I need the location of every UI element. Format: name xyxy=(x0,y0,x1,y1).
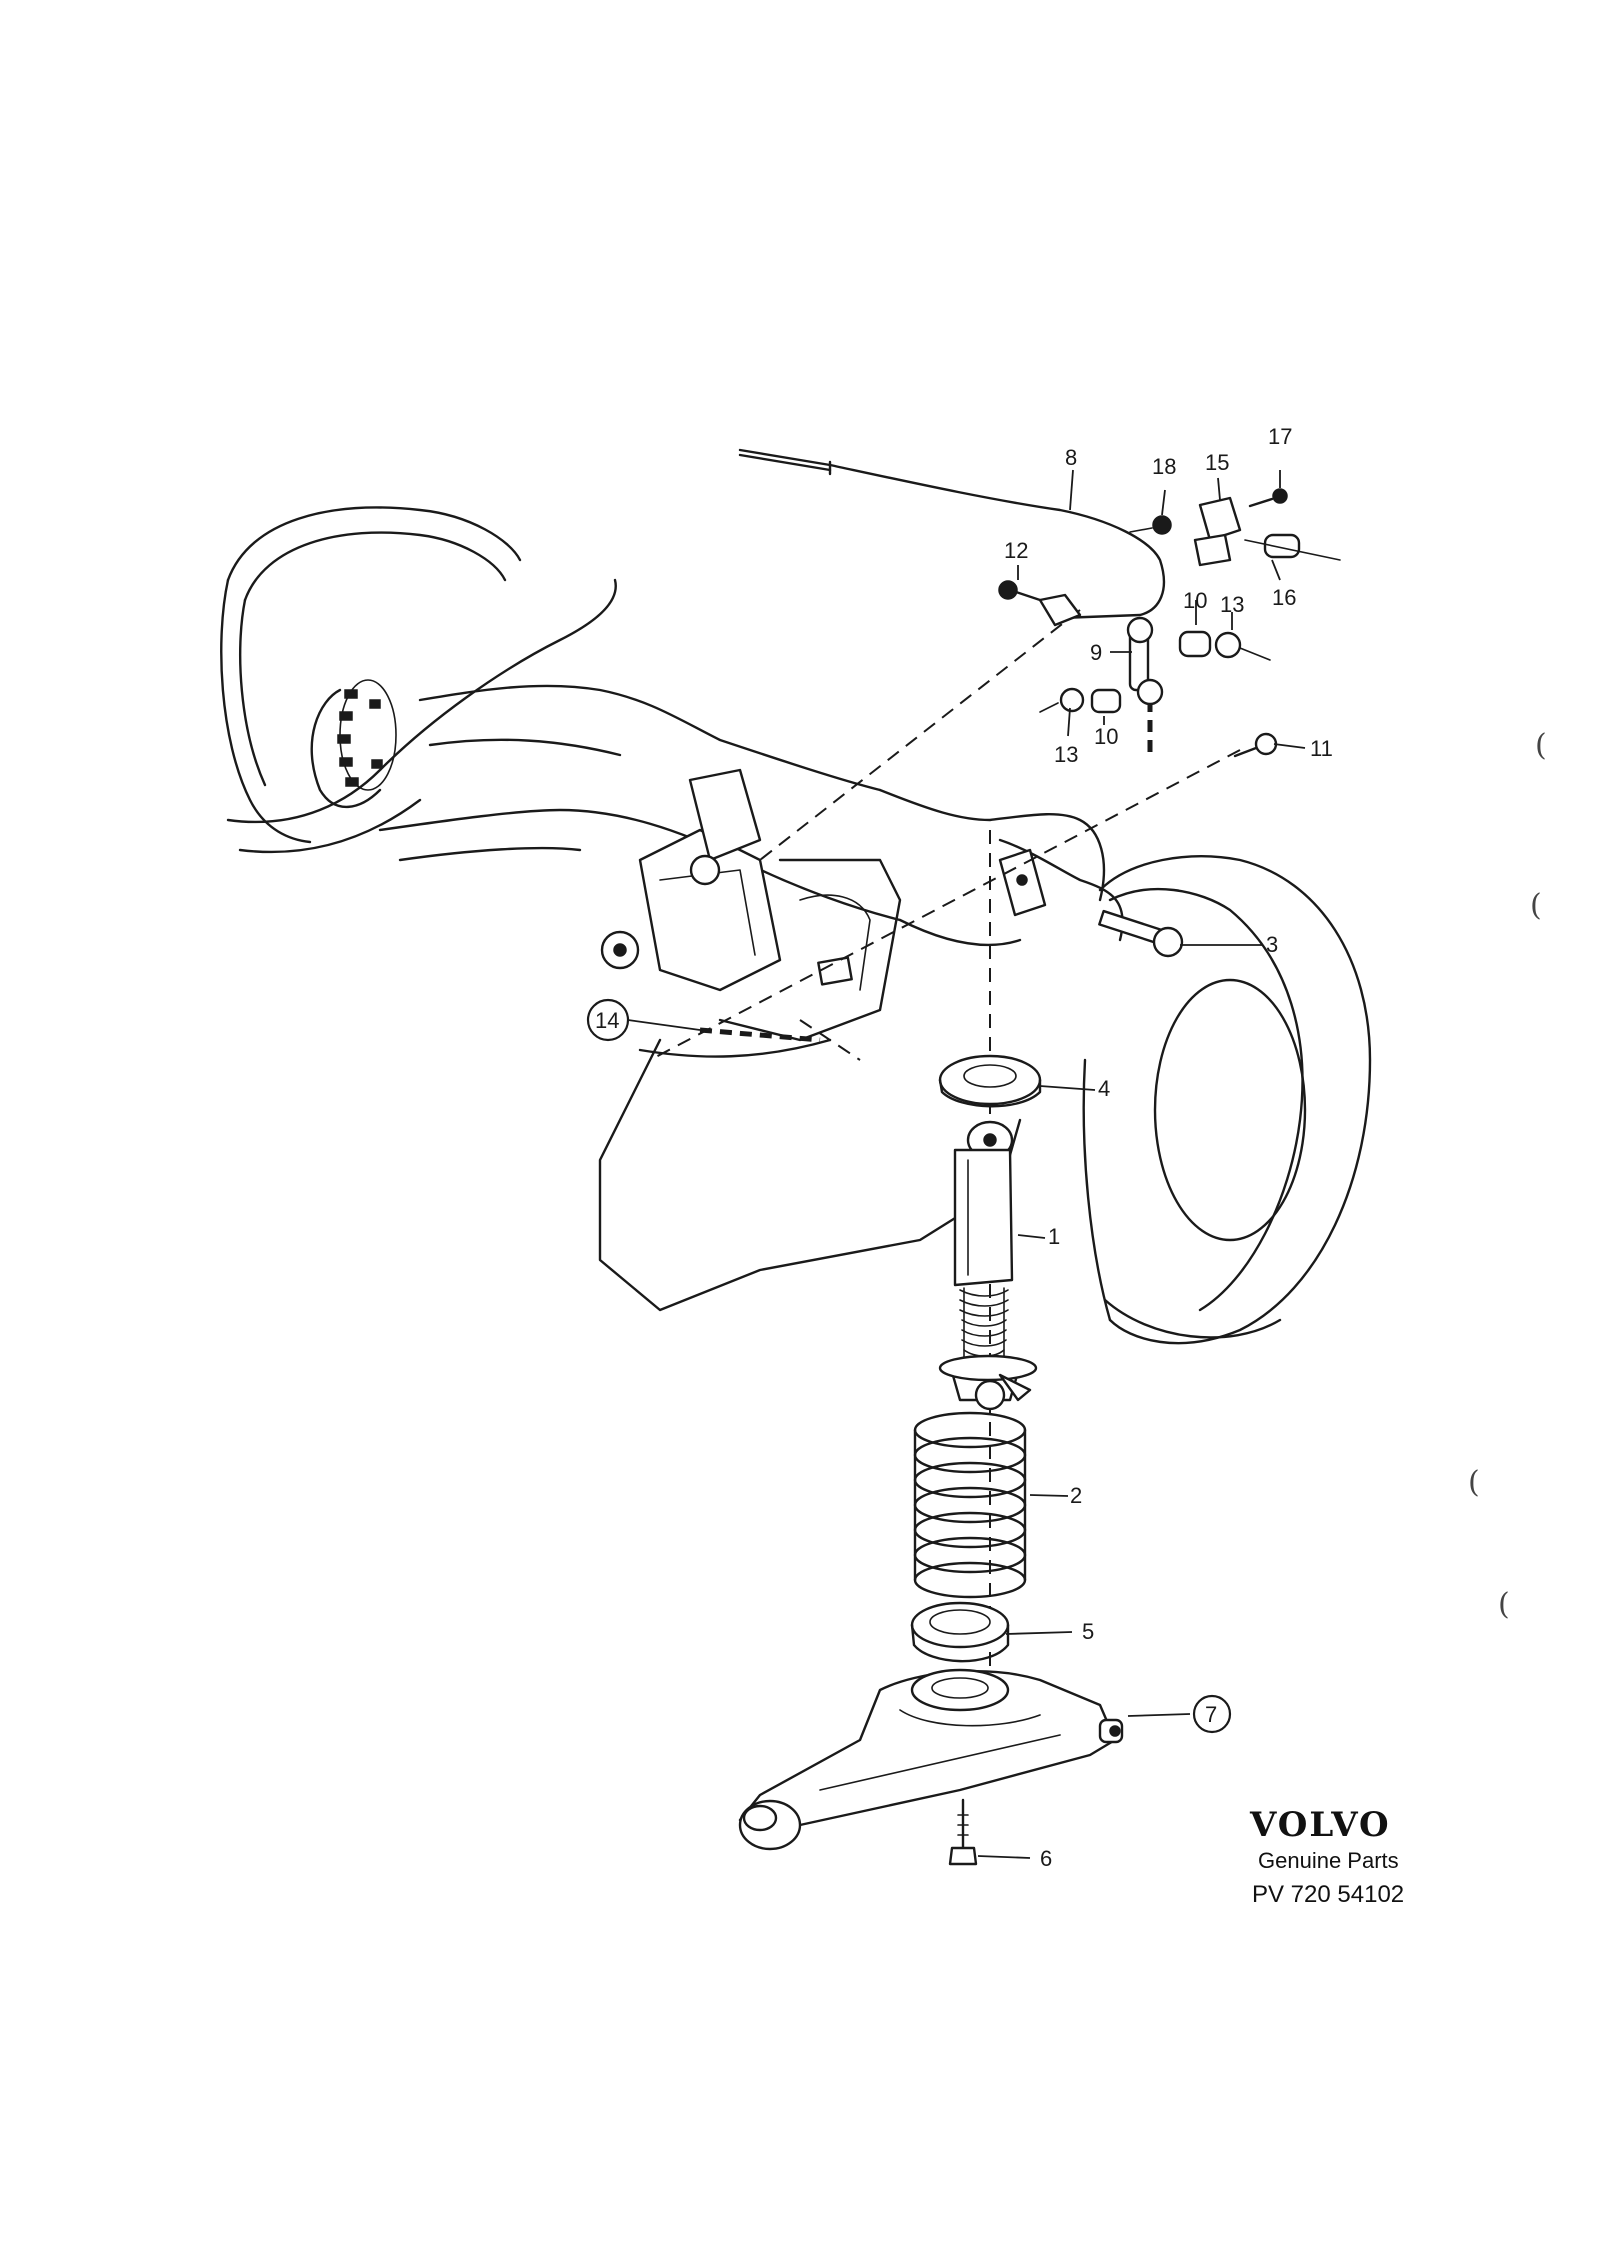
bushing-16 xyxy=(1244,533,1341,561)
callout-18: 18 xyxy=(1152,454,1176,479)
callout-14-ring xyxy=(586,998,630,1042)
coil-spring xyxy=(913,1411,1027,1599)
callout-7-ring xyxy=(1192,1694,1232,1734)
callout-4: 4 xyxy=(1098,1076,1110,1101)
shock-absorber xyxy=(938,1120,1038,1411)
leader-lines xyxy=(627,469,1306,1859)
margin-mark-2: ( xyxy=(1530,888,1542,923)
volvo-logo-text: VOLVO xyxy=(1249,1805,1391,1845)
right-wheel xyxy=(1082,855,1372,1345)
callout-9: 9 xyxy=(1090,640,1102,665)
bolt-6 xyxy=(948,1798,978,1866)
callout-labels: 1 2 3 4 5 6 7 8 9 10 10 11 12 13 13 14 1… xyxy=(586,424,1333,1871)
stabilizer-link xyxy=(1126,616,1164,706)
brand-block: VOLVO Genuine Parts PV 720 54102 xyxy=(1249,1805,1404,1908)
wheel-hub-studs xyxy=(337,689,383,787)
margin-mark-4: ( xyxy=(1498,1587,1510,1622)
trailing-arm xyxy=(738,1668,1124,1851)
stabilizer-bar xyxy=(738,448,1166,627)
callout-3: 3 xyxy=(1266,932,1278,957)
callout-15: 15 xyxy=(1205,450,1229,475)
upper-spring-seat xyxy=(938,1054,1042,1108)
callout-6: 6 xyxy=(1040,1846,1052,1871)
callout-10-lower: 10 xyxy=(1094,724,1118,749)
callout-17: 17 xyxy=(1268,424,1292,449)
callout-7: 7 xyxy=(1205,1702,1217,1727)
margin-mark-3: ( xyxy=(1468,1465,1480,1500)
callout-14: 14 xyxy=(595,1008,619,1033)
genuine-parts-label: Genuine Parts xyxy=(1258,1848,1399,1873)
margin-marks: ( ( ( ( xyxy=(1468,728,1547,1622)
rear-axle-subframe xyxy=(226,578,1124,1312)
callout-2: 2 xyxy=(1070,1483,1082,1508)
callout-13-upper: 13 xyxy=(1220,592,1244,617)
callout-11: 11 xyxy=(1310,736,1333,761)
callout-5: 5 xyxy=(1082,1619,1094,1644)
diagram-reference-code: PV 720 54102 xyxy=(1252,1881,1404,1908)
margin-mark-1: ( xyxy=(1535,728,1547,763)
callout-12: 12 xyxy=(1004,538,1028,563)
callout-1: 1 xyxy=(1048,1224,1060,1249)
bracket-15 xyxy=(1193,496,1242,567)
upper-bushing xyxy=(1178,630,1271,661)
bolt-12 xyxy=(998,580,1042,602)
lower-bushing xyxy=(1039,687,1122,714)
callout-8: 8 xyxy=(1065,445,1077,470)
lower-spring-seat xyxy=(910,1601,1010,1663)
bolt-11 xyxy=(1233,732,1278,758)
bolt-3 xyxy=(1098,909,1184,958)
left-wheel xyxy=(220,506,522,844)
callout-16: 16 xyxy=(1272,585,1296,610)
bolt-17 xyxy=(1248,488,1288,508)
callout-13-lower: 13 xyxy=(1054,742,1078,767)
nut-18 xyxy=(1129,515,1172,535)
callout-10-upper: 10 xyxy=(1183,588,1207,613)
